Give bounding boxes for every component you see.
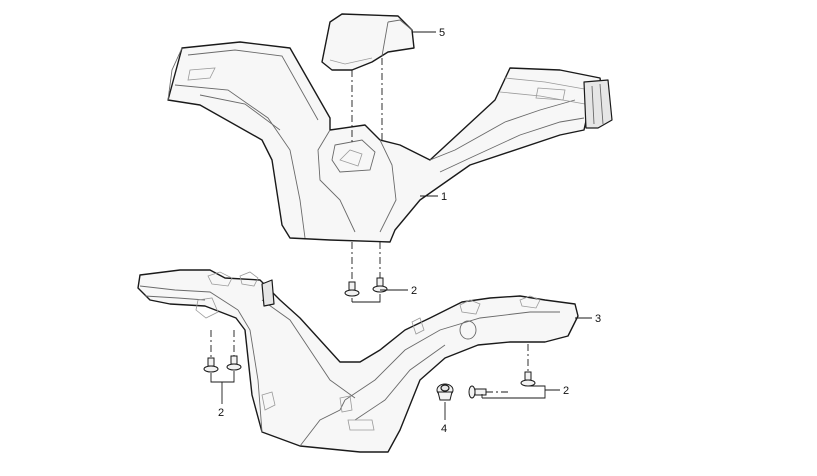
screw xyxy=(372,277,388,293)
screw xyxy=(344,281,360,297)
screw xyxy=(226,355,242,371)
upper-handlebar-cover xyxy=(167,41,613,243)
callout-2-top: 2 xyxy=(411,285,417,297)
callout-2-left: 2 xyxy=(218,407,224,419)
callout-3: 3 xyxy=(595,313,601,325)
callout-1: 1 xyxy=(441,191,447,203)
screw xyxy=(203,357,219,373)
callout-2-right: 2 xyxy=(563,385,569,397)
small-cover-cap xyxy=(321,13,415,71)
screw-pair-top xyxy=(344,242,388,297)
grommet xyxy=(436,383,454,401)
leader-line-2-right xyxy=(481,385,560,399)
screw xyxy=(468,385,487,399)
screw xyxy=(520,371,536,387)
callout-5: 5 xyxy=(439,27,445,39)
screw-pair-left xyxy=(203,330,242,373)
lower-handlebar-cover xyxy=(137,269,579,453)
leader-line-2-top xyxy=(351,289,408,303)
screw-pair-right xyxy=(468,344,536,399)
leader-line-2-left xyxy=(210,371,235,404)
callout-4: 4 xyxy=(441,423,447,435)
